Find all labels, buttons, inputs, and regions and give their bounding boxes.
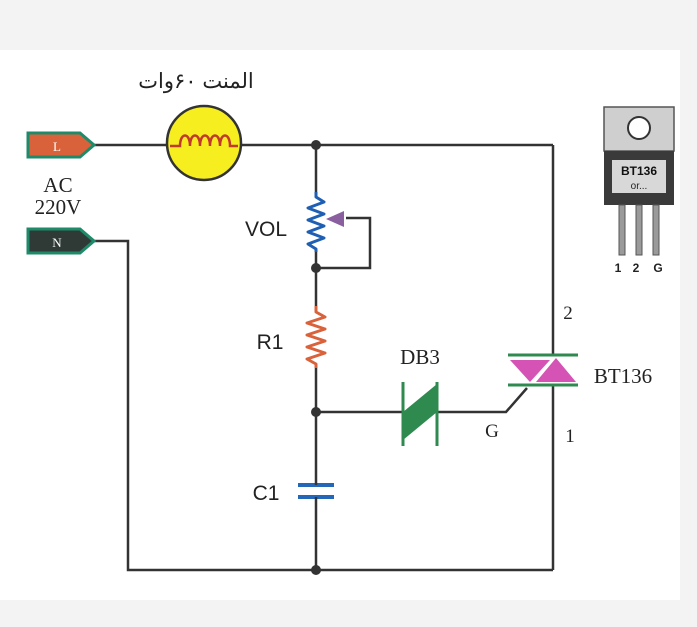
lamp-filament [170,134,238,148]
diac-symbol [401,382,439,446]
package-pin-1 [618,204,626,256]
resistor-label: R1 [257,331,284,354]
package-label-plate [612,160,666,193]
terminal-N-label: N [52,235,62,250]
lamp-bulb [165,104,243,182]
wire-pot-wiper-loop [316,216,372,270]
triac-label: BT136 [594,364,652,388]
source-label-ac: AC [43,173,72,197]
junction-dot [311,565,321,575]
triac-triangle-down [510,360,550,382]
package-mount-hole [627,116,651,140]
pot-label: VOL [245,218,287,241]
terminal-N-body [26,227,97,255]
capacitor-symbol [298,478,334,504]
package-pin-2 [635,204,643,256]
triac-mt2-label: 2 [563,303,573,324]
junction-dot [311,140,321,150]
terminal-N: N [26,227,97,255]
triac-triangle-up [536,358,576,382]
terminal-L-label: L [53,139,61,154]
package-pin-g [652,204,660,256]
diac-label: DB3 [400,345,440,369]
wire-neutral [94,239,553,572]
potentiometer-symbol [306,192,344,252]
wires [94,143,555,572]
terminal-L-body [26,131,97,159]
lamp-label: المنت ۶۰وات [138,70,253,94]
triac-gate-label: G [485,421,499,442]
diagram-canvas [0,50,680,600]
wire-diac-to-gate [437,387,528,414]
junction-dot [311,263,321,273]
triac-mt1-label: 1 [565,426,575,447]
pot-resistive-element [306,192,326,252]
triac-symbol [508,353,578,387]
source-label-voltage: 220V [35,195,82,219]
package-pin-label: G [653,261,662,275]
junctions [311,140,321,575]
package-pin-label: 1 [615,261,622,275]
package-part-text: BT136 [621,164,657,178]
right-edge-strip [680,0,697,627]
package-pin-label: 2 [633,261,640,275]
pot-wiper-arrow [326,211,344,227]
lamp-symbol [165,104,243,182]
diac-triangle-lower [403,412,437,440]
diac-triangle-upper [403,384,437,412]
to220-package: BT136 or... 1 2 G [603,106,675,275]
resistor-r1-symbol [305,306,327,368]
package-sub-text: or... [631,181,648,192]
capacitor-label: C1 [253,482,280,505]
junction-dot [311,407,321,417]
terminal-L: L [26,131,97,159]
